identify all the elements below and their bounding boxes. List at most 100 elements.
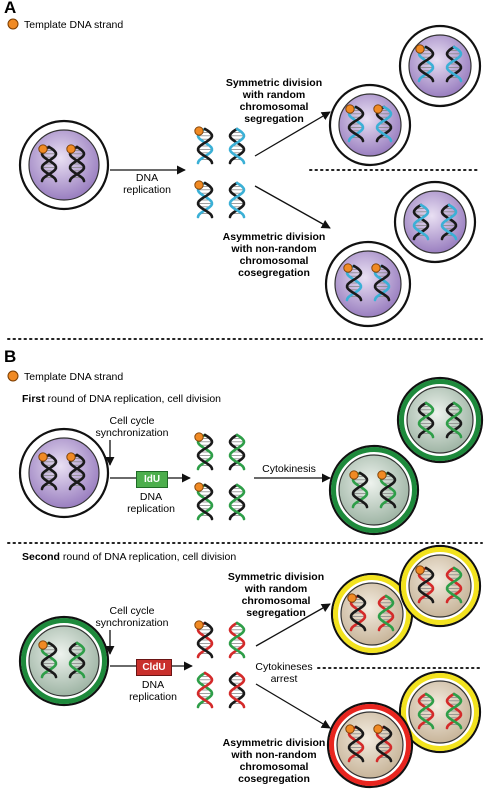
b-daughter-top-nucleus bbox=[406, 386, 474, 454]
template-bead-icon bbox=[66, 452, 76, 462]
dna-helix bbox=[228, 433, 246, 471]
template-bead-icon bbox=[371, 263, 381, 273]
template-bead-icon bbox=[38, 640, 48, 650]
replication1-label: DNA replication bbox=[127, 491, 175, 515]
dna-helix bbox=[66, 144, 86, 183]
dna-helix bbox=[445, 692, 463, 730]
dna-helix bbox=[196, 671, 214, 709]
symmetric-arrow bbox=[254, 111, 331, 157]
first-round-heading: First round of DNA replication, cell div… bbox=[22, 393, 222, 405]
second-round-heading: Second round of DNA replication, cell di… bbox=[22, 551, 237, 563]
dna-helix bbox=[68, 641, 86, 679]
replication2-label: DNA replication bbox=[129, 679, 177, 703]
template-bead-icon bbox=[194, 620, 204, 630]
dna-helix bbox=[345, 104, 365, 143]
sym-cell-left-ring bbox=[333, 575, 411, 653]
template-bead-icon bbox=[38, 452, 48, 462]
template-bead-icon bbox=[373, 724, 383, 734]
dna-helix bbox=[417, 692, 435, 730]
template-bead-icon bbox=[66, 144, 76, 154]
b-daughter-top-ring bbox=[399, 379, 481, 461]
dna-helix bbox=[194, 482, 214, 521]
dna-helix bbox=[347, 593, 367, 632]
template-bead-icon bbox=[415, 565, 425, 575]
panel-a-letter: A bbox=[4, 0, 17, 17]
cytokinesis-label: Cytokinesis bbox=[262, 463, 316, 475]
dna-helix bbox=[194, 432, 214, 471]
daughter-sym-bottom-nucleus bbox=[338, 93, 402, 157]
template-bead-icon bbox=[415, 44, 425, 54]
dna-helix bbox=[194, 126, 214, 165]
dna-helix bbox=[228, 671, 246, 709]
template-bead-icon bbox=[194, 126, 204, 136]
dna-helix bbox=[38, 452, 58, 491]
dna-helix bbox=[440, 203, 458, 241]
dna-helix bbox=[38, 144, 58, 183]
legend-bead-icon bbox=[7, 18, 19, 30]
template-bead-icon bbox=[38, 144, 48, 154]
dna-helix bbox=[228, 127, 246, 165]
asym-cell-right-nucleus bbox=[408, 680, 472, 744]
sync1-label: Cell cycle synchronization bbox=[95, 415, 169, 439]
b2-parent-cell-nucleus bbox=[28, 625, 100, 697]
template-bead-icon bbox=[343, 263, 353, 273]
sync2-label: Cell cycle synchronization bbox=[95, 605, 169, 629]
template-bead-icon bbox=[194, 482, 204, 492]
dna-helix bbox=[228, 483, 246, 521]
dna-layer bbox=[7, 18, 463, 763]
dna-helix bbox=[415, 565, 435, 604]
sym-cell-right-ring bbox=[401, 547, 479, 625]
dna-helix bbox=[412, 203, 430, 241]
dna-helix bbox=[343, 263, 363, 302]
b-daughter-bottom-ring bbox=[331, 447, 417, 533]
asym-cell-left-nucleus bbox=[336, 711, 404, 779]
dna-helix bbox=[194, 620, 214, 659]
panel-b-asymmetric-label: Asymmetric division with non-random chro… bbox=[222, 737, 326, 785]
sym-cell-left-nucleus bbox=[340, 582, 404, 646]
dna-helix bbox=[194, 180, 214, 219]
panel-b-symmetric-label: Symmetric division with random chromosom… bbox=[227, 571, 325, 619]
dna-helix bbox=[445, 45, 463, 83]
panel-b-letter: B bbox=[4, 347, 17, 366]
panel-a-legend-label: Template DNA strand bbox=[24, 19, 124, 31]
panel-a-symmetric-label: Symmetric division with random chromosom… bbox=[225, 77, 323, 125]
divider-layer bbox=[7, 169, 483, 669]
b-symmetric-arrow bbox=[255, 603, 331, 647]
dna-helix bbox=[417, 401, 435, 439]
dna-helix bbox=[38, 640, 58, 679]
dna-helix bbox=[445, 566, 463, 604]
template-bead-icon bbox=[373, 104, 383, 114]
idu-box: IdU bbox=[136, 471, 168, 488]
template-bead-icon bbox=[347, 593, 357, 603]
b2-parent-cell-ring bbox=[21, 618, 107, 704]
cldu-box: CldU bbox=[136, 659, 172, 676]
dna-helix bbox=[445, 401, 463, 439]
dna-helix bbox=[371, 263, 391, 302]
daughter-asym-bottom-nucleus bbox=[334, 250, 402, 318]
template-bead-icon bbox=[194, 432, 204, 442]
dna-helix bbox=[228, 181, 246, 219]
dna-helix bbox=[415, 44, 435, 83]
dna-helix bbox=[66, 452, 86, 491]
template-bead-icon bbox=[345, 724, 355, 734]
parent-cell-nucleus bbox=[28, 129, 100, 201]
panel-a-asymmetric-label: Asymmetric division with non-random chro… bbox=[222, 231, 326, 279]
dna-helix bbox=[373, 104, 393, 143]
panel-a-replication-label: DNA replication bbox=[123, 172, 171, 196]
b-parent-cell-nucleus bbox=[28, 437, 100, 509]
asymmetric-arrow bbox=[254, 185, 331, 229]
cytokineses-arrest-label: Cytokineses arrest bbox=[255, 661, 313, 685]
b-asymmetric-arrow bbox=[255, 683, 331, 729]
template-bead-icon bbox=[377, 470, 387, 480]
panel-b-legend-label: Template DNA strand bbox=[24, 371, 124, 383]
dna-helix bbox=[228, 621, 246, 659]
b-daughter-bottom-nucleus bbox=[338, 454, 410, 526]
sym-cell-right-nucleus bbox=[408, 554, 472, 618]
legend-bead-icon bbox=[7, 370, 19, 382]
template-bead-icon bbox=[194, 180, 204, 190]
template-bead-icon bbox=[349, 470, 359, 480]
dna-helix bbox=[373, 724, 393, 763]
dna-helix bbox=[377, 470, 397, 509]
template-bead-icon bbox=[345, 104, 355, 114]
